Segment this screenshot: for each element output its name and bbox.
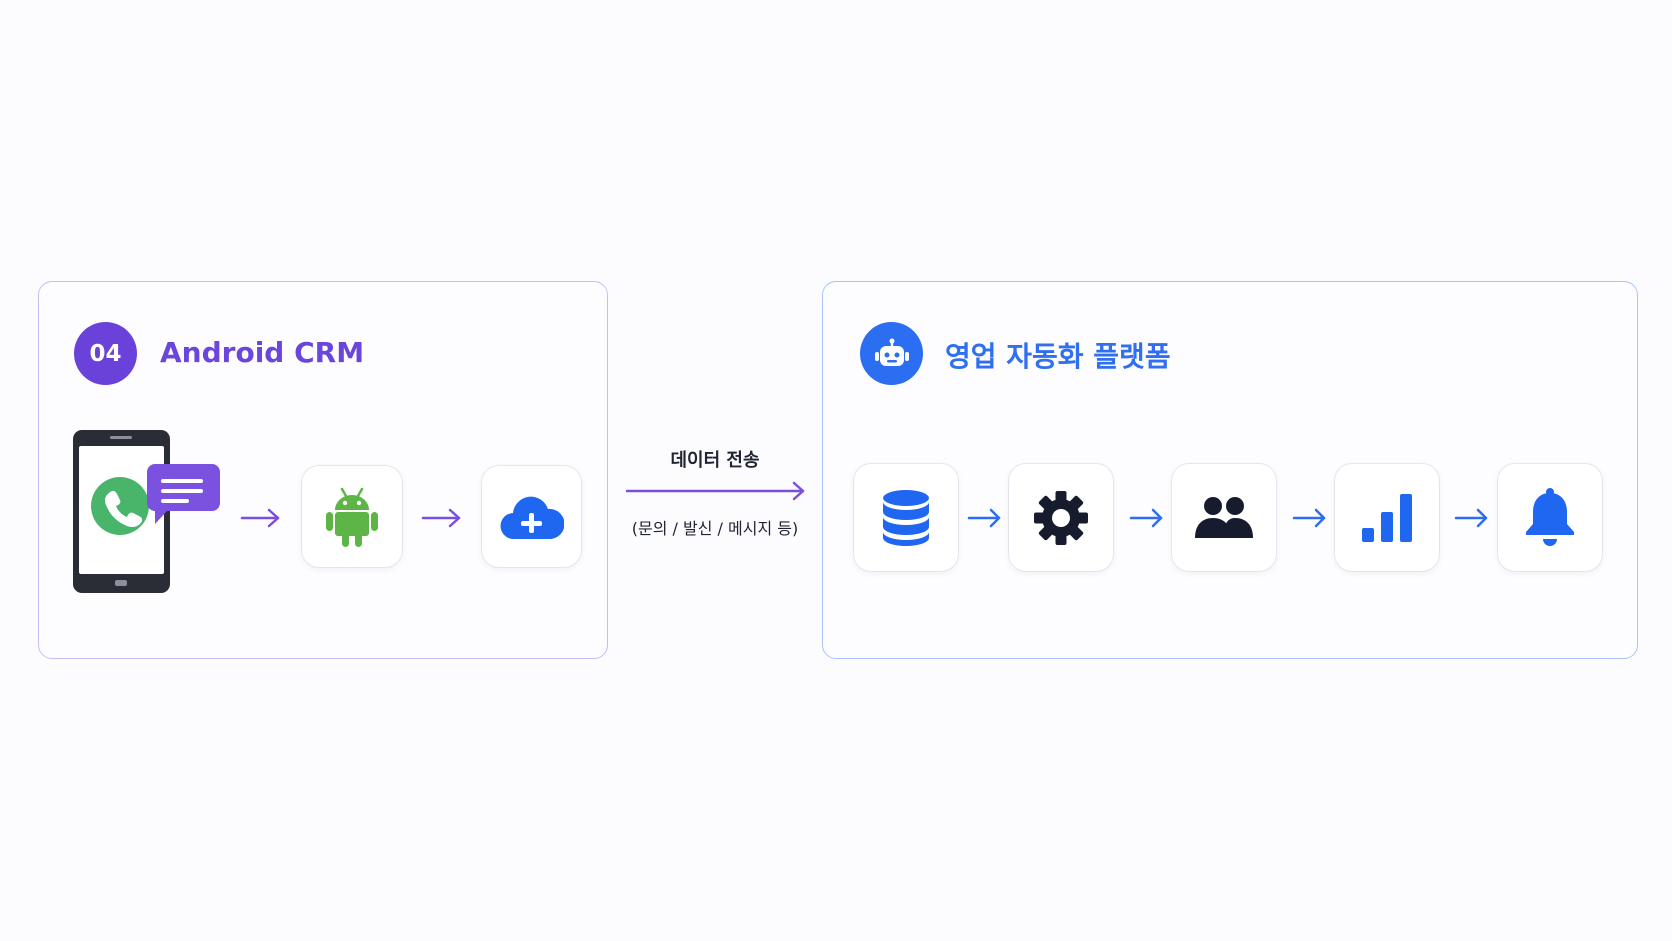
flow-arrow (240, 506, 282, 530)
notification-tile (1497, 463, 1603, 572)
android-icon (326, 487, 378, 547)
flow-arrow (967, 506, 1003, 530)
step-number-badge: 04 (74, 322, 137, 385)
database-icon (883, 489, 929, 546)
sales-automation-title: 영업 자동화 플랫폼 (945, 340, 1171, 373)
transfer-sublabel: (문의 / 발신 / 메시지 등) (631, 519, 799, 538)
cloud-tile (481, 465, 582, 568)
flow-arrow (1129, 506, 1165, 530)
robot-icon (874, 338, 909, 366)
phone-message-icon (72, 428, 222, 596)
android-tile (301, 465, 403, 568)
step-number: 04 (89, 340, 122, 367)
flow-arrow (421, 506, 463, 530)
gear-tile (1008, 463, 1114, 572)
users-icon (1195, 496, 1253, 538)
robot-badge (860, 322, 923, 385)
analytics-tile (1334, 463, 1440, 572)
database-tile (853, 463, 959, 572)
transfer-label: 데이터 전송 (670, 450, 760, 471)
android-crm-title: Android CRM (160, 336, 365, 369)
bell-icon (1526, 487, 1574, 546)
bar-chart-icon (1362, 493, 1412, 542)
users-tile (1171, 463, 1277, 572)
flow-arrow (1454, 506, 1490, 530)
transfer-arrow (626, 479, 808, 503)
flow-arrow (1292, 506, 1328, 530)
cloud-upload-icon (500, 496, 564, 539)
gear-icon (1034, 490, 1088, 545)
